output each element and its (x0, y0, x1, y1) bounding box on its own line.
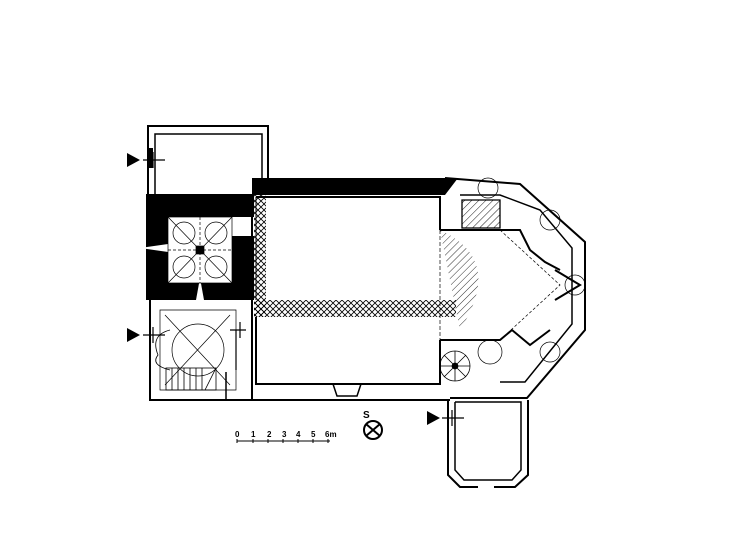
sacristy (447, 400, 529, 488)
scale-label: 2 (267, 430, 272, 439)
scale-label: 1 (251, 430, 256, 439)
nave-north-wall (252, 178, 458, 195)
staircase (165, 367, 217, 391)
apse (439, 177, 586, 399)
north-room (147, 125, 269, 194)
west-porch (149, 300, 450, 401)
scale-label: 0 (235, 430, 240, 439)
compass-icon: S (363, 410, 383, 440)
scale-bar: 0 1 2 3 4 5 6m (235, 430, 337, 443)
scale-label: 3 (282, 430, 287, 439)
scale-label: 6m (325, 430, 337, 439)
nave (251, 195, 456, 400)
tower-wall (140, 194, 254, 300)
entrance-arrow-icon (127, 153, 140, 167)
tower-vault (167, 216, 233, 284)
scale-label: 5 (311, 430, 316, 439)
entrance-arrow-icon (127, 328, 140, 342)
door-marks (143, 152, 464, 426)
compass-label: S (363, 410, 370, 421)
entrance-arrow-icon (427, 411, 440, 425)
scale-label: 4 (296, 430, 301, 439)
spiral-stair (439, 350, 471, 382)
